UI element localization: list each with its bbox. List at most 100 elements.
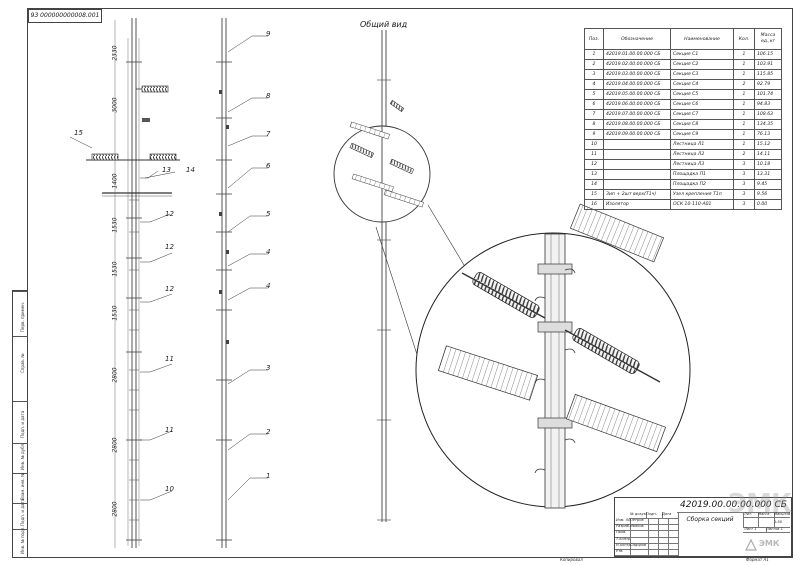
title-block-role: Изм. Лист bbox=[615, 518, 631, 526]
bom-cell: 1 bbox=[733, 109, 755, 120]
dimension-label: 3000 bbox=[111, 97, 119, 113]
bom-cell bbox=[603, 139, 671, 150]
bom-cell: 42019.01.00.00.000 СБ bbox=[603, 49, 671, 60]
dimension-label: 1530 bbox=[111, 305, 119, 321]
bom-cell: 1 bbox=[733, 69, 755, 80]
title-block-empty-cell bbox=[657, 518, 669, 526]
logo-icon bbox=[745, 539, 757, 551]
bom-header: Кол. bbox=[733, 28, 755, 50]
bom-cell: Секция С8 bbox=[670, 119, 734, 130]
bom-cell: 5 bbox=[584, 89, 604, 100]
bom-header: Поз. bbox=[584, 28, 604, 50]
bom-cell: 42019.04.00.00.000 СБ bbox=[603, 79, 671, 90]
callout-label: 12 bbox=[165, 210, 174, 218]
title-block-person: Сидоров bbox=[629, 542, 649, 550]
title-block-empty-cell bbox=[657, 536, 669, 544]
dimension-label: 2800 bbox=[111, 367, 119, 383]
title-block-empty-cell bbox=[667, 518, 679, 526]
sidebar-cell: Подп. и дата bbox=[13, 401, 28, 438]
middle-pole-view bbox=[216, 18, 268, 548]
sheet-info: Листов 1 bbox=[765, 527, 790, 533]
bom-cell: 92.79 bbox=[754, 79, 782, 90]
bom-cell: Лестница Л3 bbox=[670, 159, 734, 170]
company-logo: ЭМК bbox=[745, 538, 789, 552]
title-block-column-label: Дата bbox=[661, 512, 679, 519]
bom-cell: 2 bbox=[733, 149, 755, 160]
title-block-empty-cell bbox=[647, 518, 659, 526]
title-block-role: Пров. bbox=[615, 530, 631, 538]
callout-label: 1 bbox=[266, 472, 271, 480]
bom-cell: Секция С6 bbox=[670, 99, 734, 110]
bom-header: Наименование bbox=[670, 28, 734, 50]
bom-cell: 3 bbox=[584, 69, 604, 80]
sidebar-cell: Инв. № дубл. bbox=[13, 443, 28, 470]
bom-header: Обозначение bbox=[603, 28, 671, 50]
bom-cell: Секция С2 bbox=[670, 59, 734, 70]
bom-cell: 42019.03.00.00.000 СБ bbox=[603, 69, 671, 80]
bom-cell: 9.56 bbox=[754, 189, 782, 200]
title-block-empty-cell bbox=[647, 549, 659, 557]
callout-label: 4 bbox=[266, 282, 271, 290]
title-block-person bbox=[629, 530, 649, 538]
title-block-empty-cell bbox=[657, 542, 669, 550]
bom-cell: 14.11 bbox=[754, 149, 782, 160]
sheet-value: 1:50 bbox=[773, 517, 790, 528]
bom-cell: Зип + 2шт верх(Т1ч) bbox=[603, 189, 671, 200]
bom-cell: 134.35 bbox=[754, 119, 782, 130]
title-block-empty-cell bbox=[647, 524, 659, 532]
bom-cell: 103.91 bbox=[754, 59, 782, 70]
drawing-frame bbox=[27, 8, 793, 558]
title-block-column-label: Подп. bbox=[645, 512, 663, 519]
title-block-role: Разраб. bbox=[615, 524, 631, 532]
title-block-person bbox=[629, 549, 649, 557]
dimension-label: 1400 bbox=[111, 173, 119, 189]
bom-cell: 13.31 bbox=[754, 169, 782, 180]
bom-cell: 3 bbox=[733, 189, 755, 200]
bom-cell: 3 bbox=[733, 199, 755, 210]
bom-cell: 15 bbox=[584, 189, 604, 200]
bom-cell: 7 bbox=[584, 109, 604, 120]
title-block-role: Н.контр. bbox=[615, 542, 631, 550]
title-block-empty-cell bbox=[667, 549, 679, 557]
bom-cell: Площадка П1 bbox=[670, 169, 734, 180]
callout-label: 9 bbox=[266, 30, 271, 38]
bom-cell: 3 bbox=[733, 179, 755, 190]
detail-view bbox=[415, 203, 691, 509]
title-block-empty-cell bbox=[667, 536, 679, 544]
title-block-empty-cell bbox=[647, 542, 659, 550]
callout-label: 8 bbox=[266, 92, 271, 100]
sheet-label: Лит. bbox=[743, 512, 759, 518]
callout-label: 4 bbox=[266, 248, 271, 256]
callout-label: 10 bbox=[165, 485, 174, 493]
sidebar-cell: Справ. № bbox=[13, 336, 28, 373]
callout-label: 13 bbox=[162, 166, 171, 174]
bom-header: Масса ед.,кг bbox=[754, 28, 782, 50]
callout-label: 3 bbox=[266, 364, 271, 372]
title-block-role: Т.контр. bbox=[615, 536, 631, 544]
title-block-empty-cell bbox=[647, 536, 659, 544]
bom-cell: 4 bbox=[584, 79, 604, 90]
bom-cell: Лестница Л1 bbox=[670, 139, 734, 150]
bom-cell: 10.18 bbox=[754, 159, 782, 170]
bom-cell: Секция С9 bbox=[670, 129, 734, 140]
bom-cell: 1 bbox=[733, 129, 755, 140]
bom-cell: 1 bbox=[733, 89, 755, 100]
general-view-title: Общий вид bbox=[360, 20, 408, 29]
title-block-empty-cell bbox=[657, 524, 669, 532]
sidebar-cell: Инв. № подл. bbox=[13, 526, 28, 554]
bom-cell: 2 bbox=[733, 79, 755, 90]
bill-of-materials: Поз. Обозначение Наименование Кол. Масса… bbox=[584, 28, 782, 210]
bom-cell: 15.12 bbox=[754, 139, 782, 150]
callout-label: 15 bbox=[74, 129, 83, 137]
